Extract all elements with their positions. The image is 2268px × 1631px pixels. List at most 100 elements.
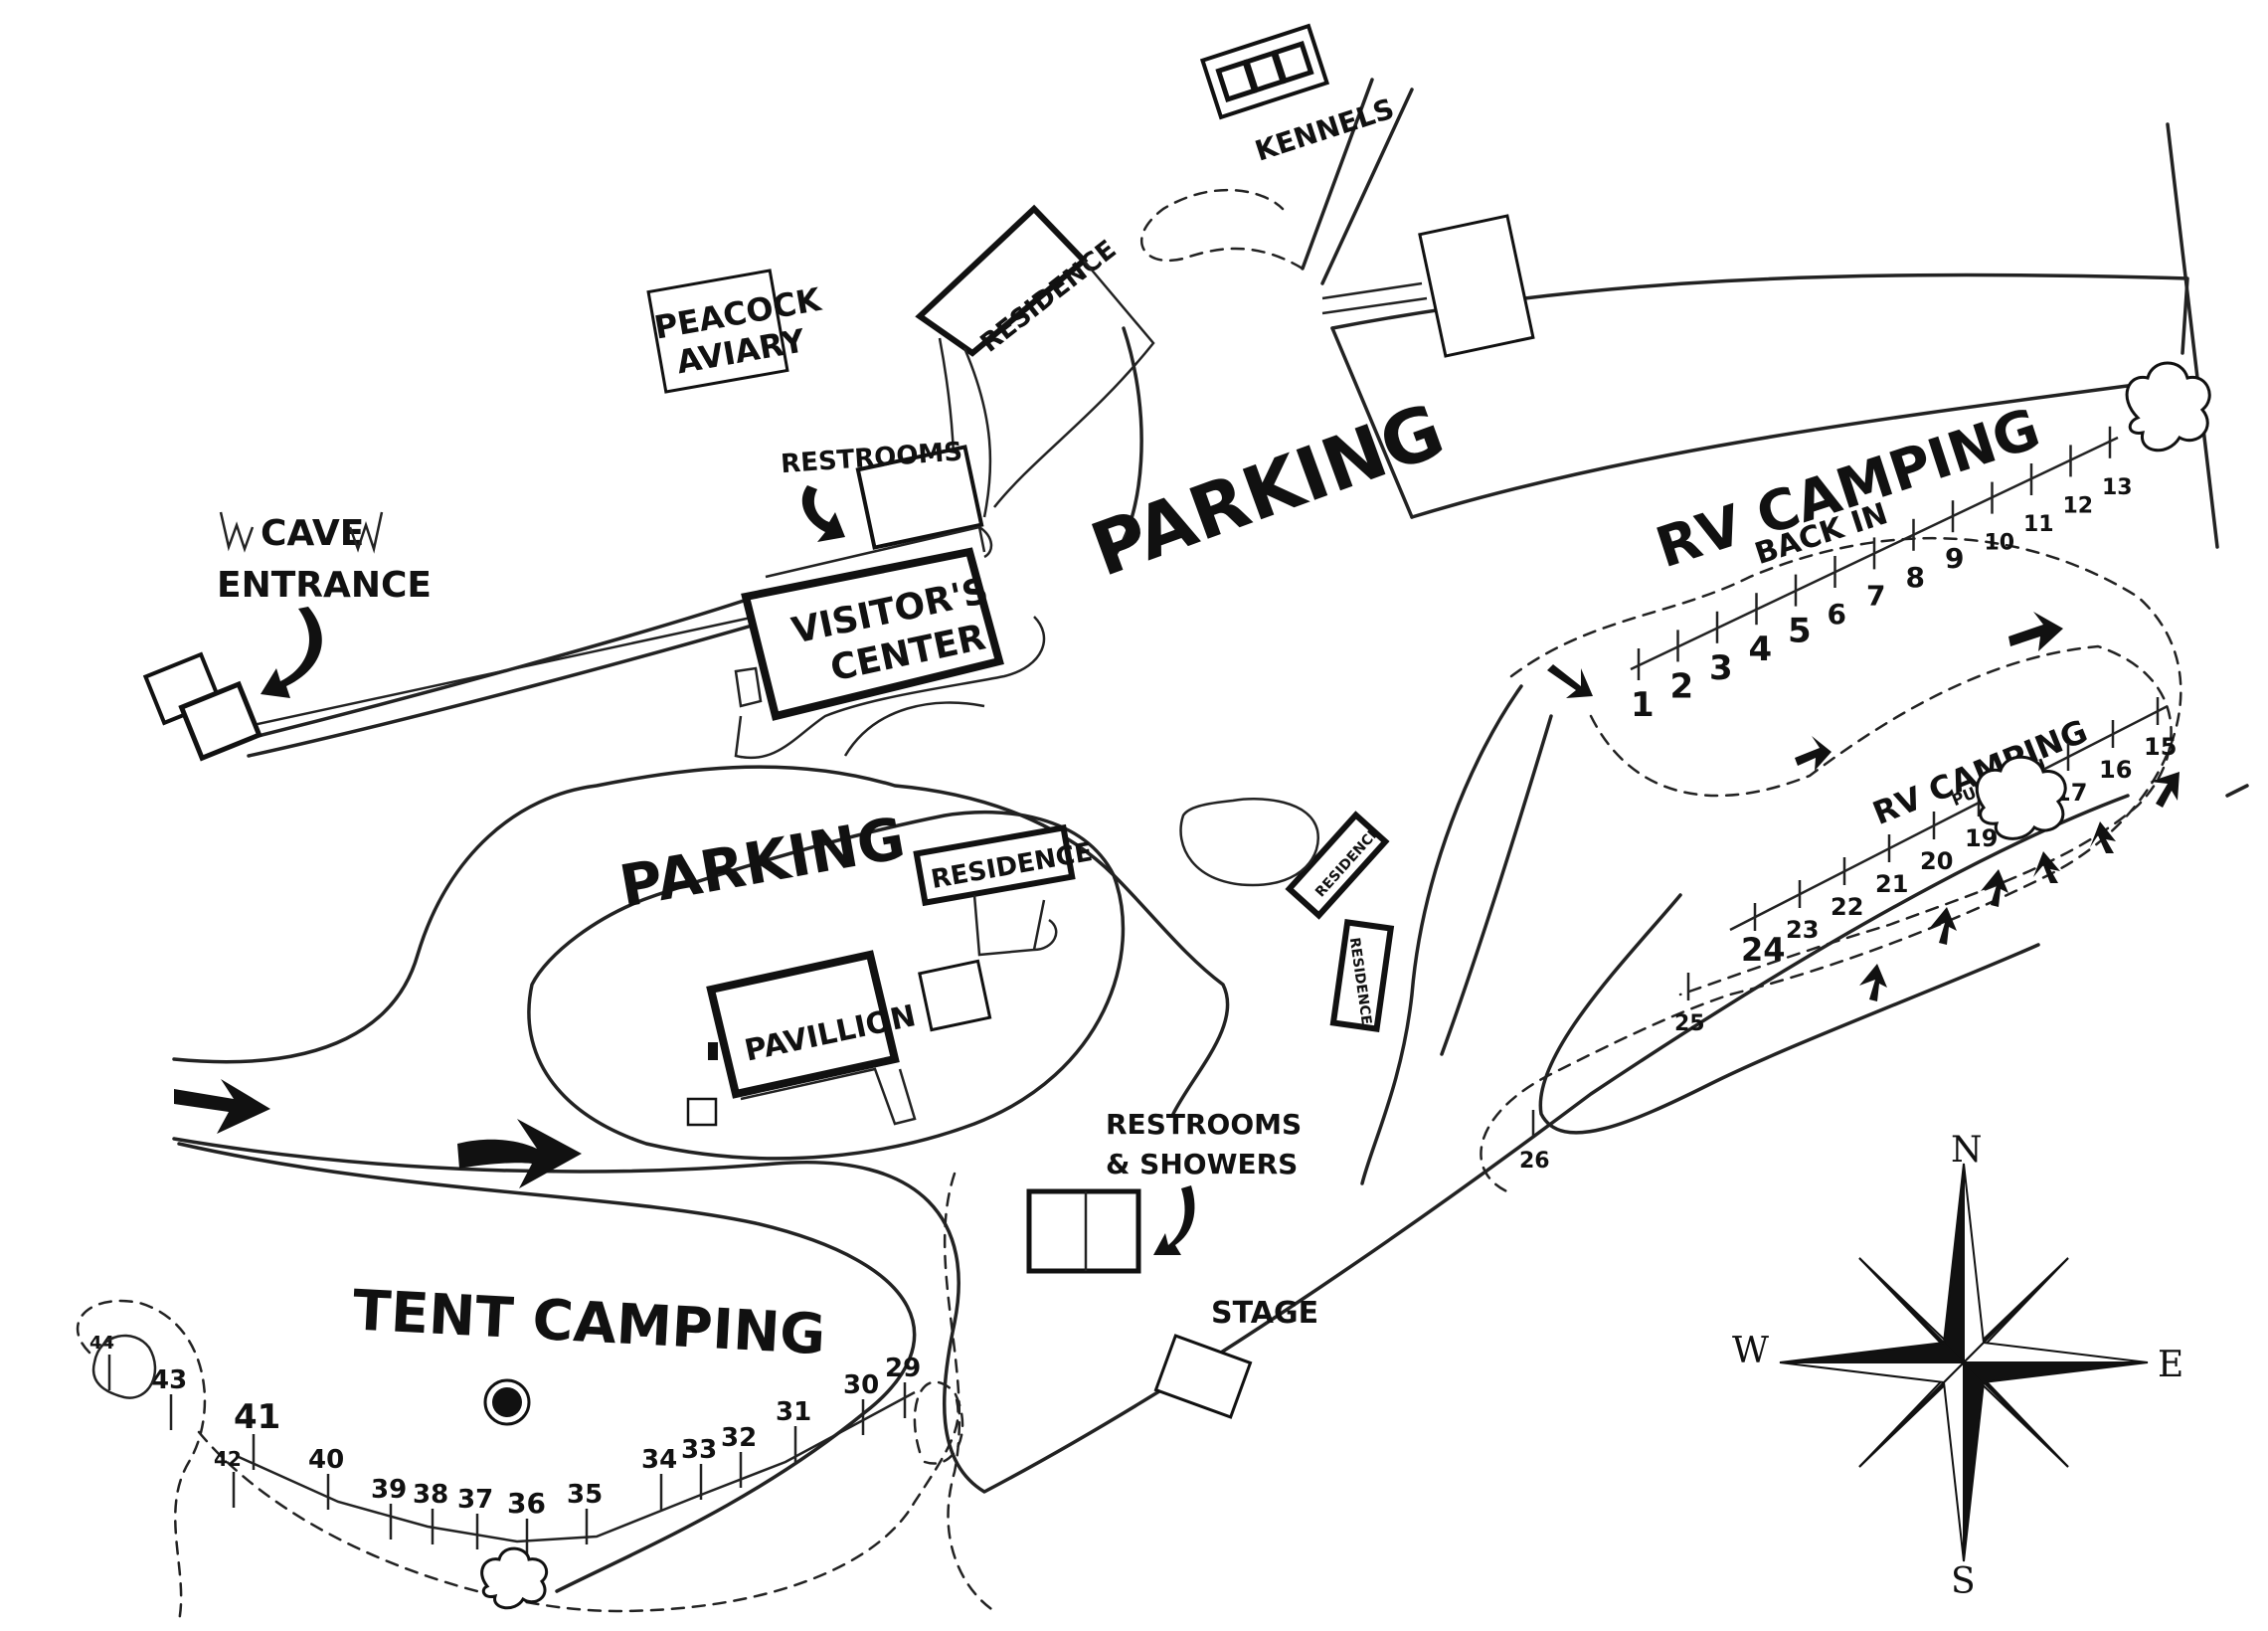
campsite-43: 43 xyxy=(151,1365,187,1395)
campsite-8: 8 xyxy=(1906,561,1925,594)
campsite-4: 4 xyxy=(1749,630,1773,669)
campsite-34: 34 xyxy=(641,1445,677,1475)
campsite-11: 11 xyxy=(2023,512,2054,537)
campsite-6: 6 xyxy=(1828,598,1846,631)
campsite-21: 21 xyxy=(1875,870,1908,898)
restrooms-showers-building xyxy=(1026,1188,1141,1274)
pavillion-door xyxy=(708,1042,718,1060)
campsite-25: 25 xyxy=(1674,1011,1705,1036)
arrow-rv-5 xyxy=(2090,821,2116,853)
campsite-41: 41 xyxy=(234,1397,280,1437)
campsite-2: 2 xyxy=(1670,666,1694,706)
visitors-center-building xyxy=(741,547,1004,721)
arrow-rv-9 xyxy=(1859,964,1887,1001)
shrubs xyxy=(480,361,2211,1610)
campsite-42: 42 xyxy=(214,1447,242,1471)
restrooms-top-arrow xyxy=(801,485,845,542)
campsite-12: 12 xyxy=(2063,493,2094,518)
rv-pull-thru-road xyxy=(1729,704,2169,932)
black-dot-icon-inner xyxy=(492,1387,522,1417)
campsite-23: 23 xyxy=(1786,916,1819,944)
trail-north xyxy=(1140,188,1305,271)
cave-entrance-building xyxy=(142,651,262,762)
pavillion-box xyxy=(686,1097,718,1127)
restrooms-top-building xyxy=(855,445,984,550)
compass-w: W xyxy=(1732,1331,1769,1371)
shrub-icon xyxy=(2125,361,2211,453)
residence-small-1 xyxy=(1285,811,1390,920)
campsite-26: 26 xyxy=(1519,1149,1550,1174)
campsite-5: 5 xyxy=(1788,612,1812,651)
north-road-east xyxy=(1320,88,1414,285)
trail-rv-loop-inner xyxy=(1589,644,2173,997)
east-road xyxy=(2225,784,2249,798)
compass-e: E xyxy=(2158,1345,2183,1385)
east-boundary xyxy=(2166,122,2219,549)
trail-tent-south xyxy=(197,1390,960,1613)
visitors-center-walk xyxy=(734,525,993,708)
stage-label: STAGE xyxy=(1211,1296,1318,1331)
small-residence-pond xyxy=(1179,798,1319,887)
arrow-entry-2 xyxy=(457,1119,582,1188)
campsite-39: 39 xyxy=(371,1475,407,1505)
direction-arrows xyxy=(174,612,2180,1188)
cave-path xyxy=(248,615,757,728)
campsite-40: 40 xyxy=(308,1445,344,1475)
trails xyxy=(76,188,2182,1623)
cave-arrow xyxy=(261,607,322,698)
compass-s: S xyxy=(1951,1561,1976,1602)
campsite-36: 36 xyxy=(507,1487,546,1520)
tent-sites-road xyxy=(238,1390,916,1543)
rv-field-west xyxy=(1330,326,1414,519)
parking-north-connector xyxy=(1321,281,1428,315)
campsite-20: 20 xyxy=(1920,847,1953,875)
residence-top-yard xyxy=(993,260,1155,508)
trail-stage-loop xyxy=(913,1380,964,1465)
kennels-label: KENNELS xyxy=(1251,92,1398,168)
restrooms-showers-arrow xyxy=(1153,1185,1195,1255)
campsite-15: 15 xyxy=(2144,733,2177,761)
arrow-rv-8 xyxy=(1929,907,1957,945)
campsite-33: 33 xyxy=(681,1435,717,1465)
arrow-rv-1 xyxy=(1547,664,1593,698)
campsite-10: 10 xyxy=(1985,531,2015,556)
campsite-35: 35 xyxy=(567,1480,603,1510)
tent-camping-label: TENT CAMPING xyxy=(351,1278,827,1367)
campsite-30: 30 xyxy=(843,1370,879,1400)
campsite-29: 29 xyxy=(885,1354,921,1383)
trail-tent-loop xyxy=(76,1299,207,1623)
restrooms-showers-label-1: RESTROOMS xyxy=(1106,1108,1302,1141)
compass-n: N xyxy=(1951,1130,1983,1171)
pavillion-building xyxy=(706,950,900,1099)
residence-mid-building xyxy=(913,823,1076,907)
roads xyxy=(172,78,2249,1593)
campsite-44: 44 xyxy=(89,1333,114,1354)
rv-pull-thru-inner xyxy=(1538,893,2040,1135)
arrow-rv-4 xyxy=(2150,772,2180,808)
tent-road-outer xyxy=(177,1142,917,1593)
campsite-22: 22 xyxy=(1831,893,1863,921)
pavillion-shed xyxy=(918,959,992,1032)
pavillion-loop xyxy=(527,810,1126,1161)
campsite-19: 19 xyxy=(1965,824,1998,852)
buildings: KENNELS PEACOCK AVIARY RESIDENCE RESTROO… xyxy=(142,23,1535,1419)
restrooms-showers-label-2: & SHOWERS xyxy=(1106,1148,1298,1180)
main-road-north-edge xyxy=(172,765,1230,1116)
campsite-16: 16 xyxy=(2099,756,2132,784)
campsite-13: 13 xyxy=(2102,475,2133,500)
cave-label-2: ENTRANCE xyxy=(217,565,432,606)
pavillion-grill xyxy=(740,1067,917,1126)
arrow-rv-6 xyxy=(2033,851,2060,883)
visitor-drive xyxy=(237,595,758,743)
campsite-37: 37 xyxy=(457,1485,493,1515)
campsite-24: 24 xyxy=(1741,931,1786,969)
parking-mid-label: PARKING xyxy=(614,804,910,920)
arrow-entry-1 xyxy=(174,1079,270,1134)
visitors-center-drop xyxy=(843,701,985,757)
arrow-rv-7 xyxy=(1981,869,2008,907)
rv-access-road xyxy=(1360,684,1523,1185)
stage-building xyxy=(1153,1334,1253,1419)
